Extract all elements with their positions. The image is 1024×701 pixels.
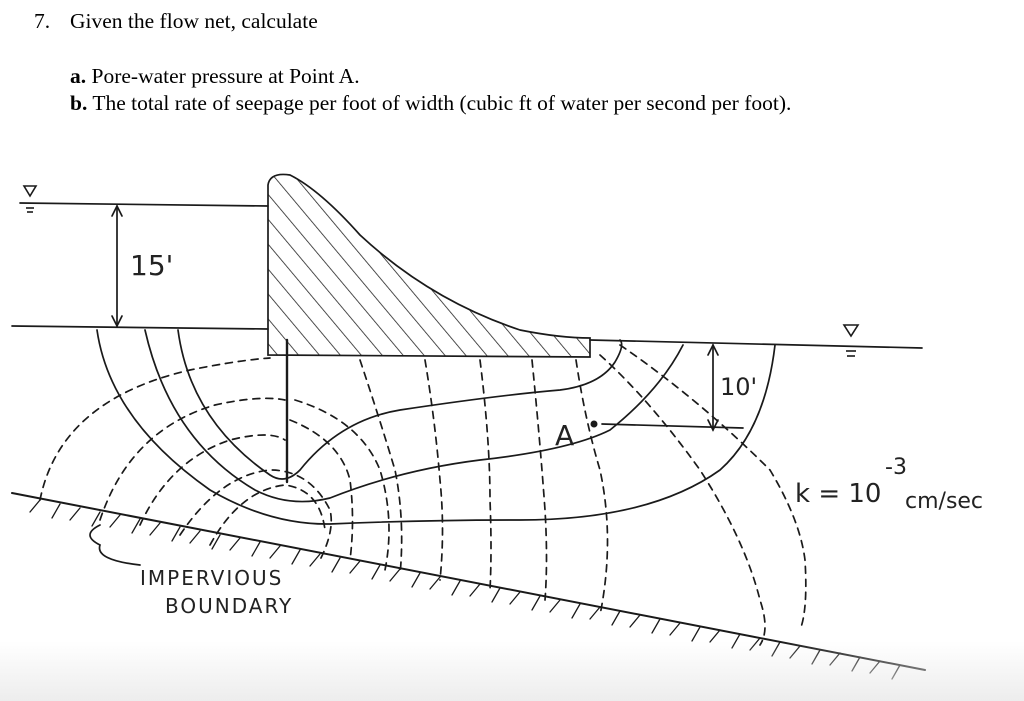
- question-prompt: Given the flow net, calculate: [70, 9, 318, 33]
- point-a-leader: [601, 423, 744, 429]
- point-a-label: A: [555, 419, 574, 452]
- part-b: b. The total rate of seepage per foot of…: [70, 91, 792, 115]
- question-parts: a. Pore-water pressure at Point A. b. Th…: [70, 63, 791, 117]
- dam-body: [267, 173, 591, 358]
- question-number: 7.: [34, 9, 51, 33]
- permeability-exponent: -3: [885, 455, 907, 480]
- downstream-ground-surface: [589, 339, 923, 349]
- upstream-head-label: 15': [130, 249, 173, 282]
- point-a-marker: [590, 420, 598, 428]
- water-table-symbol-upstream: [22, 185, 38, 213]
- upstream-water-surface: [19, 202, 269, 207]
- permeability-base: k = 10: [795, 479, 881, 509]
- part-a: a. Pore-water pressure at Point A.: [70, 64, 360, 88]
- boundary-label-line2: BOUNDARY: [165, 594, 293, 618]
- flow-line-3: [96, 329, 776, 525]
- flow-line-1: [177, 329, 623, 480]
- upstream-ground-surface: [11, 325, 269, 330]
- water-table-symbol-downstream: [842, 324, 860, 357]
- question-heading: 7. Given the flow net, calculate: [34, 8, 318, 34]
- downstream-depth-label: 10': [720, 373, 757, 401]
- boundary-label-line1: IMPERVIOUS: [140, 566, 283, 590]
- impervious-boundary: [11, 492, 926, 671]
- permeability-unit: cm/sec: [905, 489, 983, 514]
- bottom-fade: [0, 641, 1024, 701]
